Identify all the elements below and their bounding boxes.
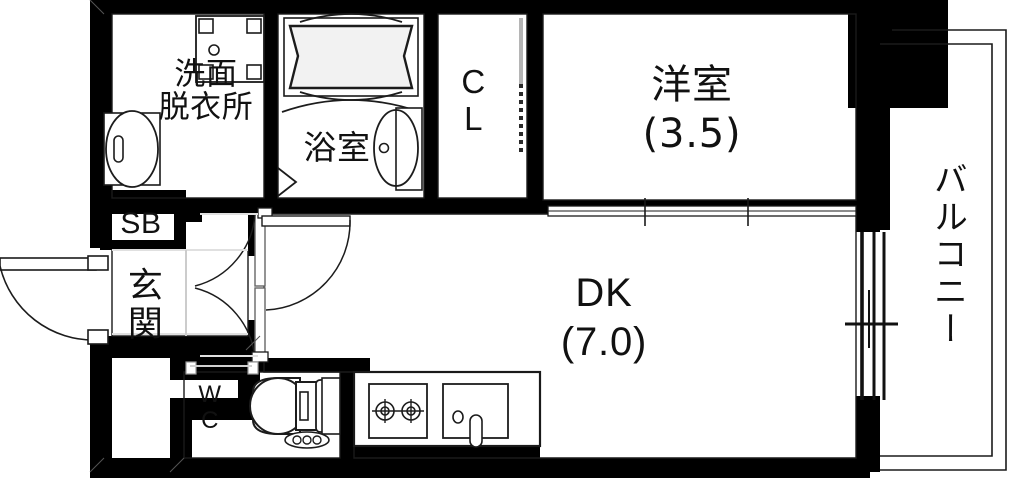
wc-door-swing [185, 361, 259, 375]
room-label-entrance: 玄関 [121, 266, 162, 344]
room-label-western: 洋室 (3.5) [642, 61, 742, 157]
room-label-dk: DK (7.0) [560, 270, 648, 364]
dk-size: (7.0) [560, 320, 648, 364]
washroom-label-line1: 洗面 [174, 56, 238, 93]
room-label-balcony: バルコニー [927, 161, 968, 349]
washbasin-icon [103, 110, 161, 188]
bathtub-icon [283, 13, 419, 101]
wc-label-line2: C [201, 407, 219, 434]
toilet-icon [249, 377, 341, 449]
room-sliding-partition [547, 198, 857, 226]
washroom-label-line2: 脱衣所 [158, 90, 254, 126]
interior-outlines [111, 13, 857, 459]
corridor-track-lines [112, 213, 258, 357]
western-room-size: (3.5) [642, 111, 742, 157]
room-label-shoebox: SB [120, 206, 162, 240]
room-label-closet: CL [454, 63, 492, 137]
bath-door-swing [277, 167, 298, 197]
washing-machine-icon [195, 15, 265, 83]
balcony-railing [880, 29, 1007, 471]
dk-name: DK [575, 270, 633, 315]
room-label-toilet: W C [198, 382, 221, 434]
washroom-door-swing [194, 207, 273, 287]
wc-label-line1: W [198, 381, 222, 409]
gas-stove-icon [368, 383, 428, 439]
kitchen-sink-icon [442, 383, 509, 448]
kitchen-counter [352, 370, 542, 448]
room-label-bathroom: 浴室 [303, 128, 371, 168]
wall-corner-hints [89, 0, 261, 473]
entrance-door-swing [0, 255, 109, 345]
closet-label: CL [454, 63, 492, 137]
room-label-washroom: 洗面 脱衣所 [158, 56, 254, 126]
balcony-sliding-door [845, 232, 898, 400]
dk-door-swing [261, 215, 351, 311]
hall-door-swing [194, 287, 269, 363]
western-room-name: 洋室 [651, 61, 733, 108]
bath-vanity-icon [373, 107, 423, 191]
